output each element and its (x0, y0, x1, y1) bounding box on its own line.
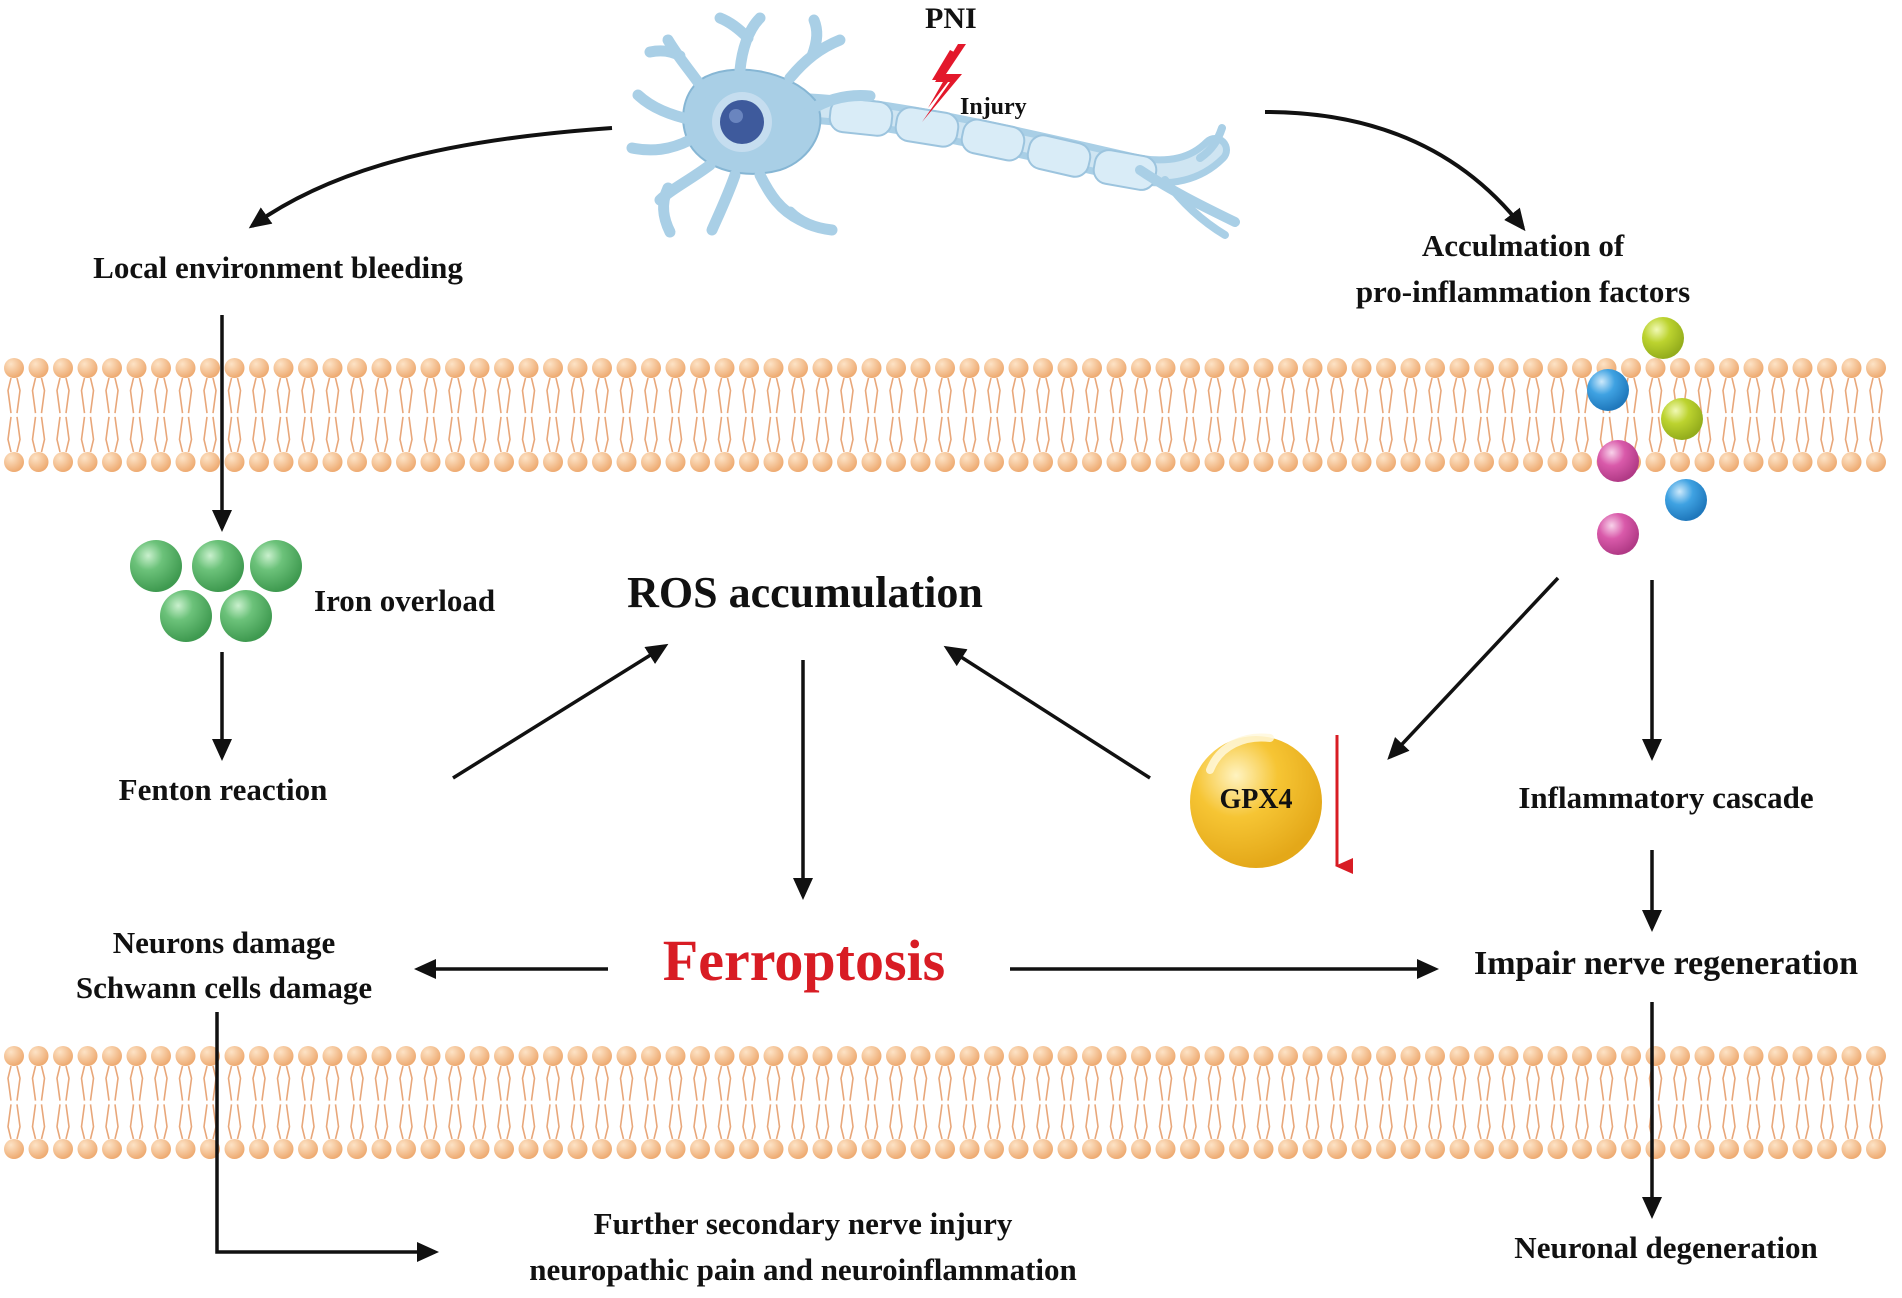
ferroptosis-label: Ferroptosis (662, 928, 946, 993)
arrow-fenton-to-ros (452, 643, 669, 780)
neurons-damage-label: Neurons damage (112, 925, 336, 960)
pni-label: PNI (925, 2, 977, 35)
injury-label: Injury (960, 94, 1027, 120)
further-injury-label-line2: neuropathic pain and neuroinflammation (529, 1252, 1077, 1287)
arrow-neuron-to-bleeding (248, 126, 613, 229)
neuronal-degeneration-label: Neuronal degeneration (1514, 1230, 1818, 1265)
fenton-reaction-label: Fenton reaction (118, 772, 328, 807)
gpx4-label: GPX4 (1219, 784, 1293, 815)
ros-accumulation-label: ROS accumulation (627, 568, 983, 617)
iron-particles-icon (130, 540, 302, 642)
arrow-gpx4-to-ros (943, 645, 1151, 780)
cell-membrane-bottom (4, 1046, 1886, 1159)
accumulation-label-line2: pro-inflammation factors (1355, 274, 1691, 309)
neuron-icon (626, 12, 1240, 239)
inflammatory-cascade-label: Inflammatory cascade (1518, 780, 1814, 815)
iron-overload-label: Iron overload (314, 583, 496, 618)
accumulation-label-line1: Acculmation of (1421, 228, 1625, 263)
further-injury-label-line1: Further secondary nerve injury (593, 1206, 1013, 1241)
inflammation-factors-icon (1587, 317, 1707, 555)
arrow-damage-to-further-injury (215, 1012, 439, 1262)
local-bleeding-label: Local environment bleeding (93, 250, 463, 285)
gpx4-icon (1190, 733, 1322, 868)
schwann-damage-label: Schwann cells damage (75, 970, 373, 1005)
impair-regeneration-label: Impair nerve regeneration (1474, 945, 1858, 982)
arrow-factors-to-gpx4 (1387, 576, 1560, 760)
arrow-neuron-to-factors (1264, 110, 1526, 232)
